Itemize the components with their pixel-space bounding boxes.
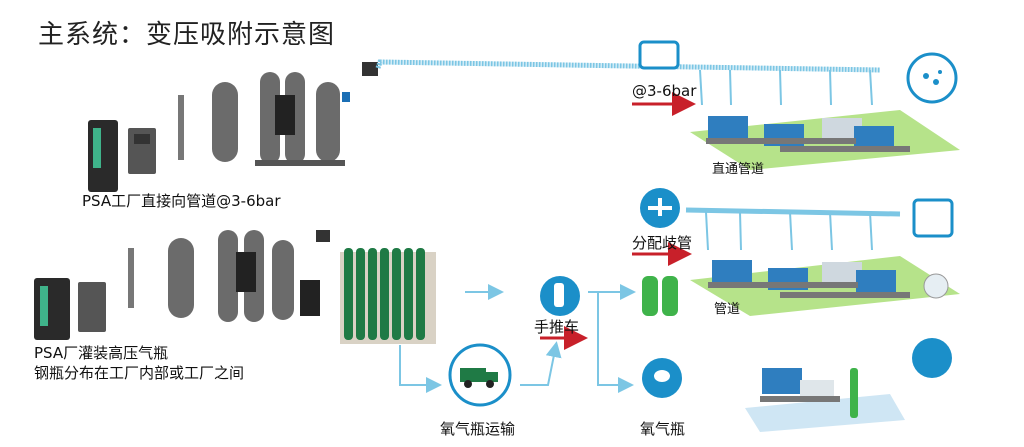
oxygen-icon-top	[906, 52, 958, 104]
bed-icon	[712, 260, 752, 282]
compressor-icon	[88, 120, 118, 192]
mask-icon	[912, 338, 952, 378]
label-pressure: @3-6bar	[632, 82, 697, 100]
cylinder-rack-icon	[340, 248, 436, 344]
ward-middle	[690, 256, 960, 316]
pipeline-middle	[685, 207, 901, 251]
ward-bottom	[745, 368, 905, 432]
label-psa-cylinder-2: 钢瓶分布在工厂内部或工厂之间	[34, 364, 245, 382]
psa-plant-bottom	[34, 230, 330, 340]
tank-icon	[168, 238, 194, 318]
bed-icon	[762, 368, 802, 394]
label-psa-pipeline: PSA工厂直接向管道@3-6bar	[82, 192, 281, 210]
ward-top	[690, 110, 960, 170]
label-trolley: 手推车	[534, 318, 580, 336]
generator-icon	[275, 95, 295, 135]
flow-arrows-bottom	[399, 242, 692, 393]
outlet-icon	[912, 198, 954, 238]
label-pipeline: 管道	[714, 302, 741, 317]
label-manifold: 分配歧管	[632, 234, 693, 252]
bed-icon	[708, 116, 748, 138]
page-title: 主系统：变压吸附示意图	[38, 20, 336, 50]
dryer-icon	[78, 282, 106, 332]
compressor-icon	[34, 278, 70, 340]
filter-icon	[178, 95, 184, 160]
psa-plant-top	[88, 62, 378, 192]
pipeline-top	[375, 59, 881, 106]
pressure-gauge-icon	[638, 40, 680, 70]
tank-icon	[212, 82, 238, 162]
green-cylinders-icon	[642, 276, 678, 316]
label-psa-cylinder-1: PSA厂灌装高压气瓶	[34, 344, 169, 362]
label-cylinder-transport: 氧气瓶运输	[440, 420, 516, 438]
generator-icon	[236, 252, 256, 292]
label-direct-pipeline: 直通管道	[712, 162, 765, 177]
label-oxygen-cylinder: 氧气瓶	[640, 420, 686, 438]
regulator-icon	[923, 273, 949, 299]
